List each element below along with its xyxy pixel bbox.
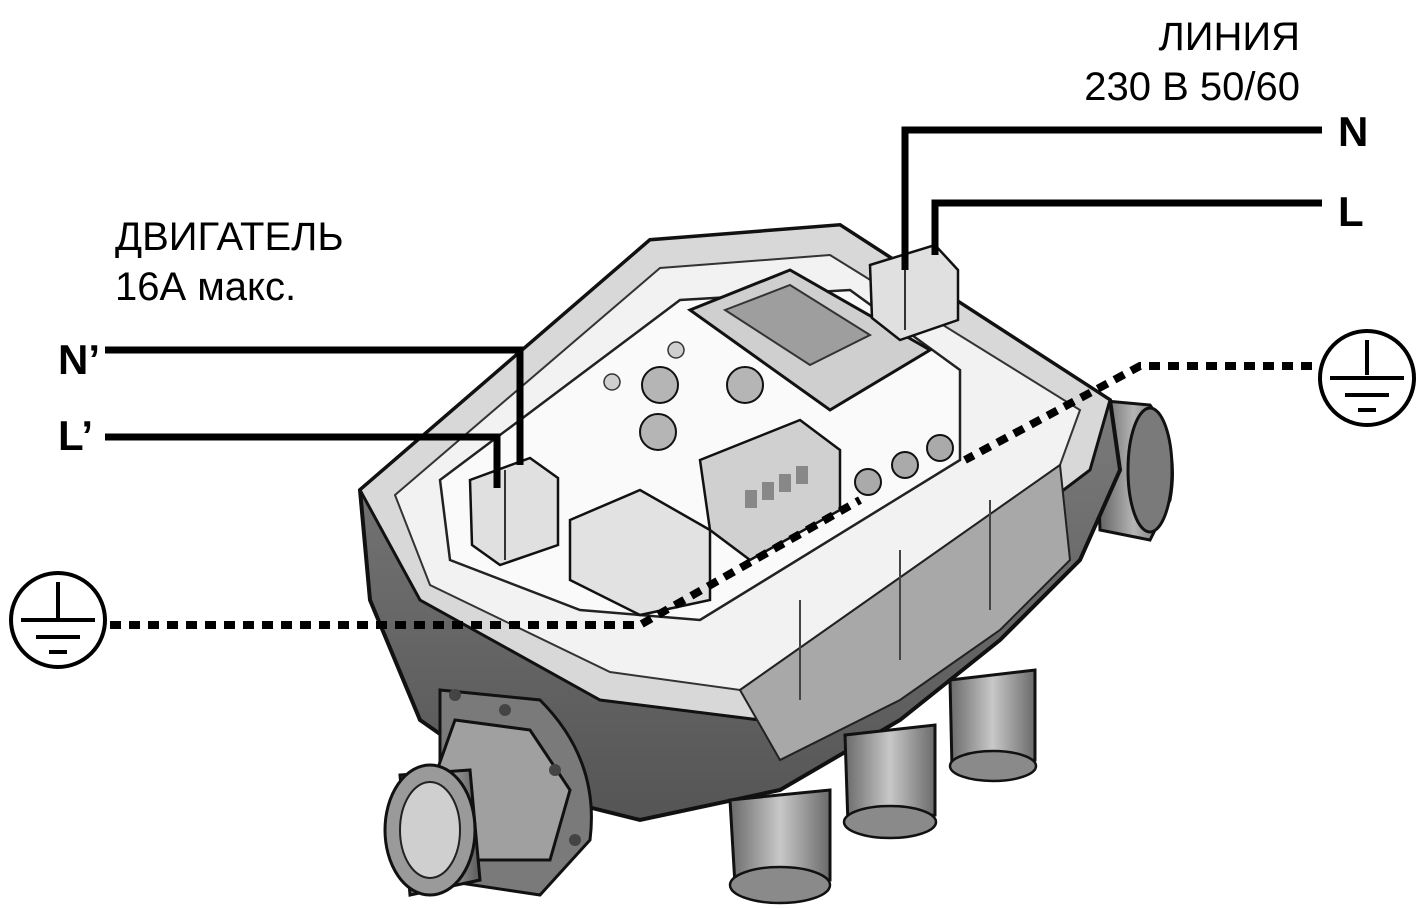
wire-motor-n xyxy=(105,346,524,465)
wire-motor-l xyxy=(105,433,501,488)
button-3 xyxy=(639,413,677,451)
terminal-label-motor-l: L’ xyxy=(58,412,94,459)
cable-gland-1 xyxy=(728,788,832,905)
earth-screw-3 xyxy=(926,434,954,462)
line-rating: 230 В 50/60 xyxy=(1084,65,1300,109)
ground-symbol-icon xyxy=(9,571,107,669)
cable-gland-3 xyxy=(948,668,1038,783)
ground-symbol-icon xyxy=(1318,329,1416,427)
motor-title: ДВИГАТЕЛЬ xyxy=(115,215,344,259)
earth-wire-motor xyxy=(110,496,862,629)
capacitor xyxy=(568,488,712,617)
cable-gland-2 xyxy=(842,723,938,840)
earth-screw-2 xyxy=(891,451,919,479)
wires xyxy=(105,126,1322,488)
wire-line-l xyxy=(931,199,1322,255)
wire-line-n xyxy=(901,126,1322,270)
terminal-label-n: N xyxy=(1338,108,1369,155)
motor-label: ДВИГАТЕЛЬ 16А макс. xyxy=(115,212,344,312)
pressure-controller-device xyxy=(357,222,1174,905)
line-title: ЛИНИЯ xyxy=(1158,15,1300,59)
earth-screw-1 xyxy=(854,468,882,496)
earth-wire-line xyxy=(963,362,1312,464)
button-1 xyxy=(641,366,679,404)
motor-rating: 16А макс. xyxy=(115,265,297,309)
motor-connector xyxy=(468,456,560,567)
line-supply-label: ЛИНИЯ 230 В 50/60 xyxy=(1050,12,1300,112)
button-2 xyxy=(726,366,764,404)
terminal-label-l: L xyxy=(1338,188,1364,235)
earth-wires xyxy=(110,362,1312,629)
terminal-label-motor-n: N’ xyxy=(58,336,100,383)
